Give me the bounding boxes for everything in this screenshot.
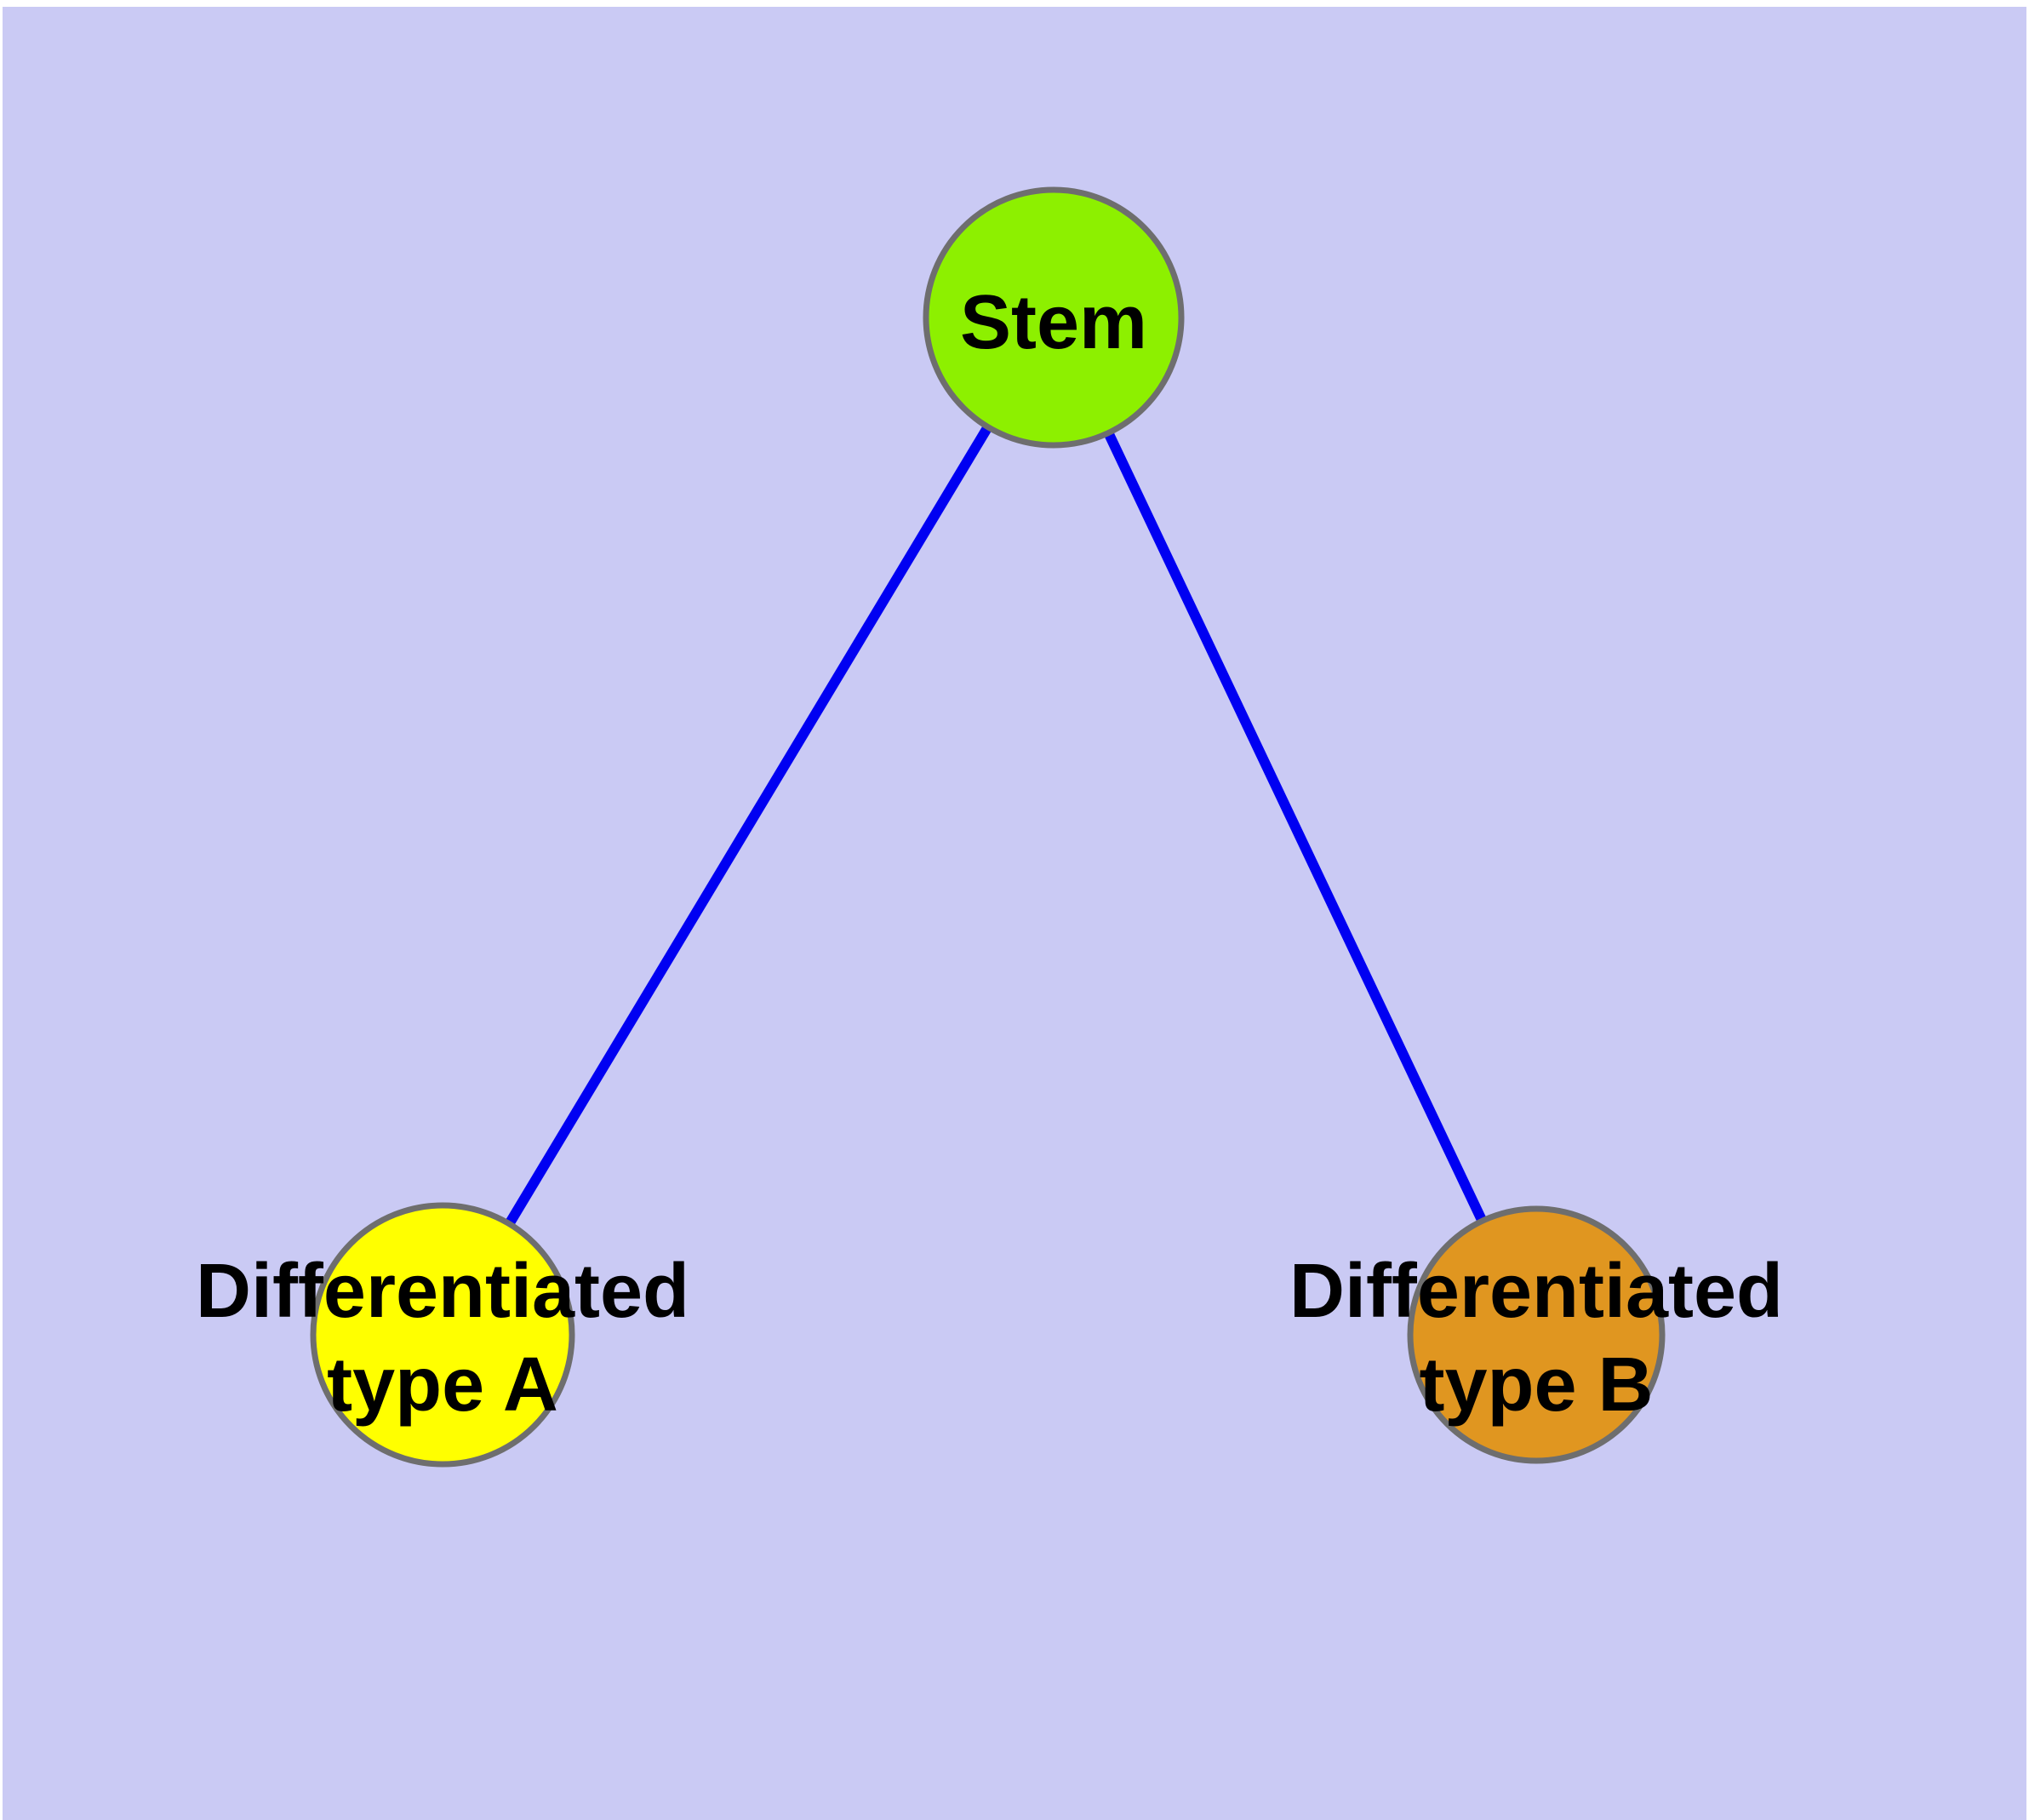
node-type-a-label-line1: Differentiated — [196, 1249, 689, 1334]
node-layer — [310, 186, 1666, 1468]
label-layer: Stem Differentiated type A Differentiate… — [196, 280, 1783, 1428]
node-type-b-circle — [1407, 1205, 1666, 1464]
node-type-a-label-line2: type A — [327, 1342, 558, 1428]
node-type-b-label-line2: type B — [1419, 1342, 1653, 1428]
edge-layer — [437, 314, 1541, 1338]
node-stem-circle — [923, 186, 1185, 449]
edge-stem-to-type-b — [1049, 315, 1541, 1337]
node-type-a-circle — [310, 1202, 575, 1468]
node-type-b-label-line1: Differentiated — [1289, 1249, 1783, 1334]
edge-stem-to-type-a — [437, 314, 1059, 1338]
node-stem-label: Stem — [960, 280, 1147, 365]
